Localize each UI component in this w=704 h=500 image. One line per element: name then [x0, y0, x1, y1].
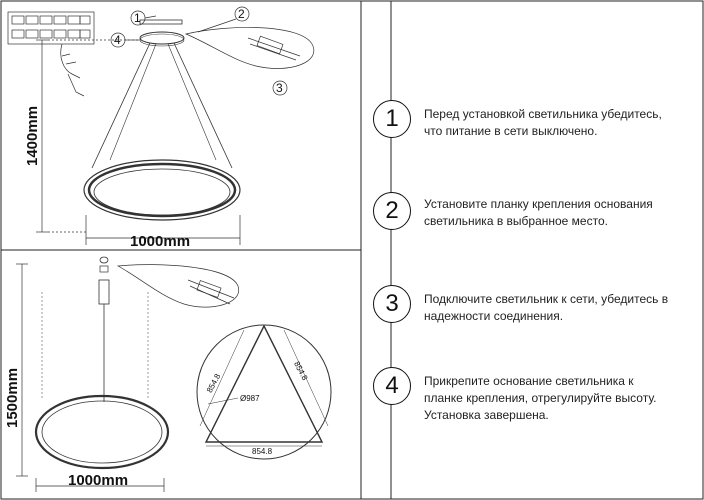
step-3-line-1: Подключите светильник к сети, убедитесь … [424, 292, 669, 306]
step-4-number: 4 [373, 367, 411, 405]
top-callouts-art [110, 6, 315, 96]
step-2-line-2: светильника в выбранное место. [424, 214, 608, 228]
step-4-text: Прикрепите основание светильника к планк… [424, 373, 692, 424]
step-3-text: Подключите светильник к сети, убедитесь … [424, 291, 692, 325]
step-1-line-2: что питание в сети выключено. [424, 124, 598, 138]
step-4-line-1: Прикрепите основание светильника к [424, 374, 634, 388]
callout-4: 4 [114, 33, 121, 47]
top-width-label: 1000mm [130, 233, 191, 250]
bottom-height-label: 1500mm [4, 367, 21, 428]
step-1-text: Перед установкой светильника убедитесь, … [424, 106, 692, 140]
step-4-line-2: планке крепления, отрегулируйте высоту. [424, 391, 657, 405]
bottom-fixture [34, 256, 170, 470]
step-2-line-1: Установите планку крепления основания [424, 197, 653, 211]
top-fixture [83, 19, 241, 221]
triangle-side-bottom: 854.8 [252, 447, 273, 456]
step-2-number: 2 [373, 192, 411, 230]
diameter-label: Ø987 [240, 394, 260, 403]
step-1-line-1: Перед установкой светильника убедитесь, [424, 107, 662, 121]
callout-1: 1 [134, 11, 141, 25]
callout-3: 3 [276, 81, 283, 95]
top-height-label: 1400mm [24, 105, 41, 166]
step-3-number: 3 [373, 285, 411, 323]
step-3-line-2: надежности соединения. [424, 309, 564, 323]
step-1-number: 1 [373, 100, 411, 138]
step-4-line-3: Установка завершена. [424, 408, 549, 422]
step-2-text: Установите планку крепления основания св… [424, 196, 692, 230]
bottom-wire-detail [116, 264, 239, 308]
mounting-diagram [196, 324, 332, 460]
bottom-width-label: 1000mm [68, 472, 129, 489]
power-switch-sketch [7, 11, 95, 97]
bottom-dimension-lines [16, 263, 165, 492]
callout-2: 2 [238, 7, 245, 21]
